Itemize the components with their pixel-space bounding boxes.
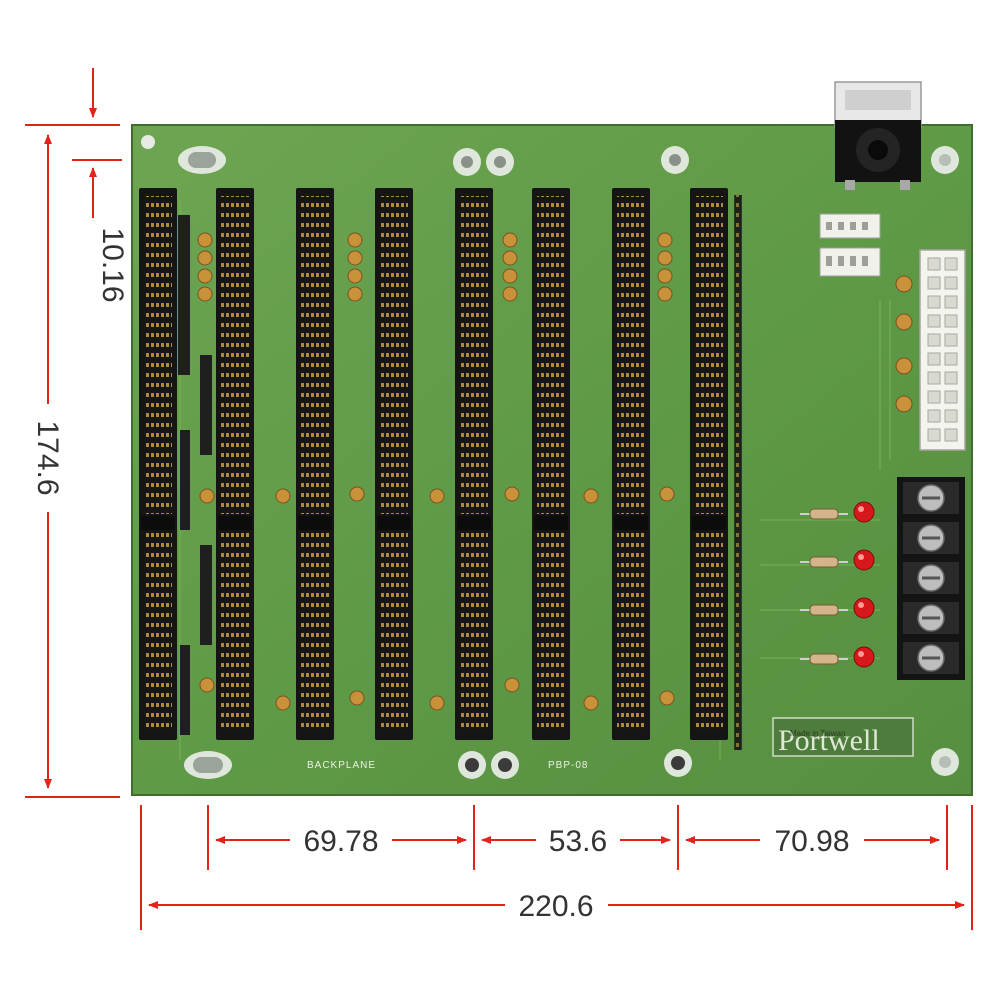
capacitor: [347, 250, 363, 266]
capacitor: [429, 695, 445, 711]
atx-pin: [944, 257, 958, 271]
capacitor: [502, 232, 518, 248]
atx-pin: [927, 333, 941, 347]
atx-pin: [927, 276, 941, 290]
logo-text: Portwell: [778, 724, 880, 757]
atx-power-connector: [919, 249, 966, 451]
capacitor: [429, 488, 445, 504]
expansion-slot-6: [532, 188, 570, 740]
atx-pin: [944, 314, 958, 328]
terminal-screw-2: [903, 522, 959, 554]
capacitor: [895, 313, 913, 331]
capacitor: [349, 690, 365, 706]
mounting-hole-slot: [188, 152, 216, 168]
atx-pin: [927, 428, 941, 442]
capacitor: [659, 690, 675, 706]
atx-pin: [944, 428, 958, 442]
capacitor: [275, 488, 291, 504]
expansion-slots: [139, 188, 728, 740]
capacitor: [502, 286, 518, 302]
portwell-logo: Portwell Made in Taiwan: [772, 717, 914, 757]
capacitor: [197, 268, 213, 284]
dim-label-10-16: 10.16: [96, 227, 129, 302]
dim-label-174-6: 174.6: [31, 420, 64, 495]
terminal-screw-1: [903, 482, 959, 514]
capacitor: [504, 677, 520, 693]
silkscreen-model: PBP-08: [548, 760, 588, 771]
dim-label-69-78: 69.78: [303, 825, 378, 858]
expansion-slot-1: [139, 188, 177, 740]
expansion-slot-5: [455, 188, 493, 740]
status-led-1: [800, 501, 875, 523]
capacitor: [583, 695, 599, 711]
atx-pin: [944, 295, 958, 309]
capacitor: [347, 268, 363, 284]
capacitor: [895, 275, 913, 293]
atx-pin: [944, 390, 958, 404]
capacitor: [502, 268, 518, 284]
capacitor: [657, 250, 673, 266]
atx-pin: [944, 352, 958, 366]
atx-pin: [944, 333, 958, 347]
capacitor: [347, 232, 363, 248]
terminal-screw-3: [903, 562, 959, 594]
logo-small-text: Made in Taiwan: [790, 729, 845, 738]
expansion-slot-7: [612, 188, 650, 740]
capacitor: [197, 232, 213, 248]
dim-label-70-98: 70.98: [774, 825, 849, 858]
capacitor: [583, 488, 599, 504]
dim-label-220-6: 220.6: [518, 890, 593, 923]
atx-pin: [927, 352, 941, 366]
capacitor: [275, 695, 291, 711]
status-led-4: [800, 646, 875, 668]
capacitor: [895, 357, 913, 375]
capacitor: [349, 486, 365, 502]
terminal-screw-4: [903, 602, 959, 634]
small-white-connectors: [819, 213, 881, 277]
status-leds: [800, 501, 875, 668]
capacitor: [199, 488, 215, 504]
silkscreen-backplane: BACKPLANE: [307, 760, 376, 771]
atx-pin: [927, 257, 941, 271]
expansion-slot-8: [690, 188, 728, 740]
status-led-2: [800, 549, 875, 571]
capacitor: [657, 286, 673, 302]
atx-pin: [944, 371, 958, 385]
power-connector: [834, 81, 922, 190]
capacitor: [657, 232, 673, 248]
capacitor: [347, 286, 363, 302]
dim-label-53-6: 53.6: [549, 825, 607, 858]
expansion-slot-2: [216, 188, 254, 740]
atx-pin: [927, 409, 941, 423]
atx-pin: [927, 314, 941, 328]
capacitor: [657, 268, 673, 284]
capacitor: [197, 250, 213, 266]
capacitor: [504, 486, 520, 502]
capacitor: [895, 395, 913, 413]
atx-pin: [927, 295, 941, 309]
capacitor: [659, 486, 675, 502]
capacitor: [502, 250, 518, 266]
left-side-chips: [178, 215, 212, 735]
capacitors: [197, 232, 913, 711]
expansion-slot-4: [375, 188, 413, 740]
atx-pin: [944, 276, 958, 290]
mounting-hole-slot: [193, 757, 223, 773]
atx-pin: [927, 390, 941, 404]
expansion-slot-3: [296, 188, 334, 740]
capacitor: [197, 286, 213, 302]
terminal-block: [897, 477, 965, 680]
dimension-annotations: [25, 68, 973, 930]
atx-pin: [944, 409, 958, 423]
mounting-holes: [141, 135, 959, 779]
atx-pin: [927, 371, 941, 385]
status-led-3: [800, 597, 875, 619]
terminal-screw-5: [903, 642, 959, 674]
capacitor: [199, 677, 215, 693]
